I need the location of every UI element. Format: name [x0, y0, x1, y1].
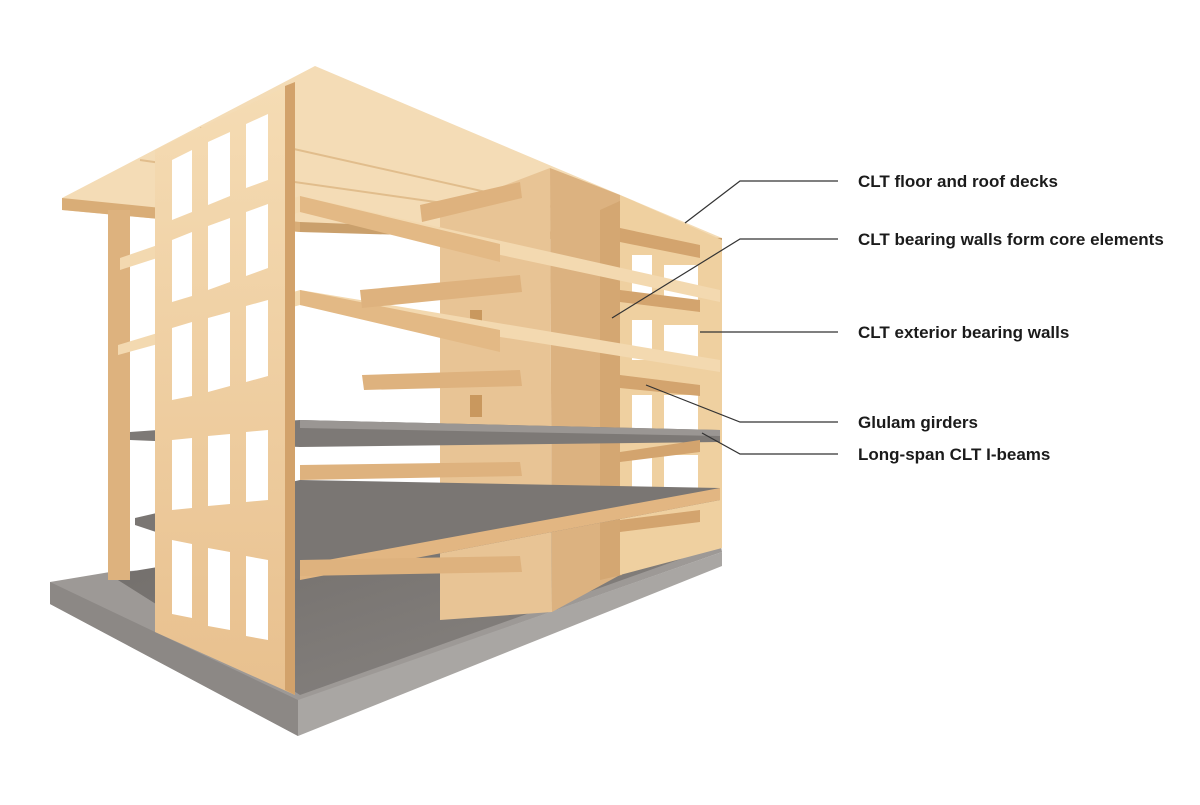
label-glulam-girders: Glulam girders — [858, 413, 978, 432]
leader-line-clt-ibeams — [701, 432, 838, 455]
label-clt-exterior-walls: CLT exterior bearing walls — [858, 323, 1070, 342]
leader-line-core-walls — [611, 238, 838, 319]
label-long-span-clt-ibeams: Long-span CLT I-beams — [858, 445, 1051, 464]
leader-lines — [611, 180, 838, 455]
girders — [300, 182, 700, 576]
leader-line-glulam-girders — [645, 384, 838, 423]
back-left-column — [108, 210, 130, 580]
front-grid-wall — [155, 82, 295, 695]
label-clt-floor-roof-decks: CLT floor and roof decks — [858, 172, 1058, 191]
label-clt-core-walls: CLT bearing walls form core elements — [858, 230, 1164, 249]
leader-line-floor-decks — [684, 180, 838, 224]
